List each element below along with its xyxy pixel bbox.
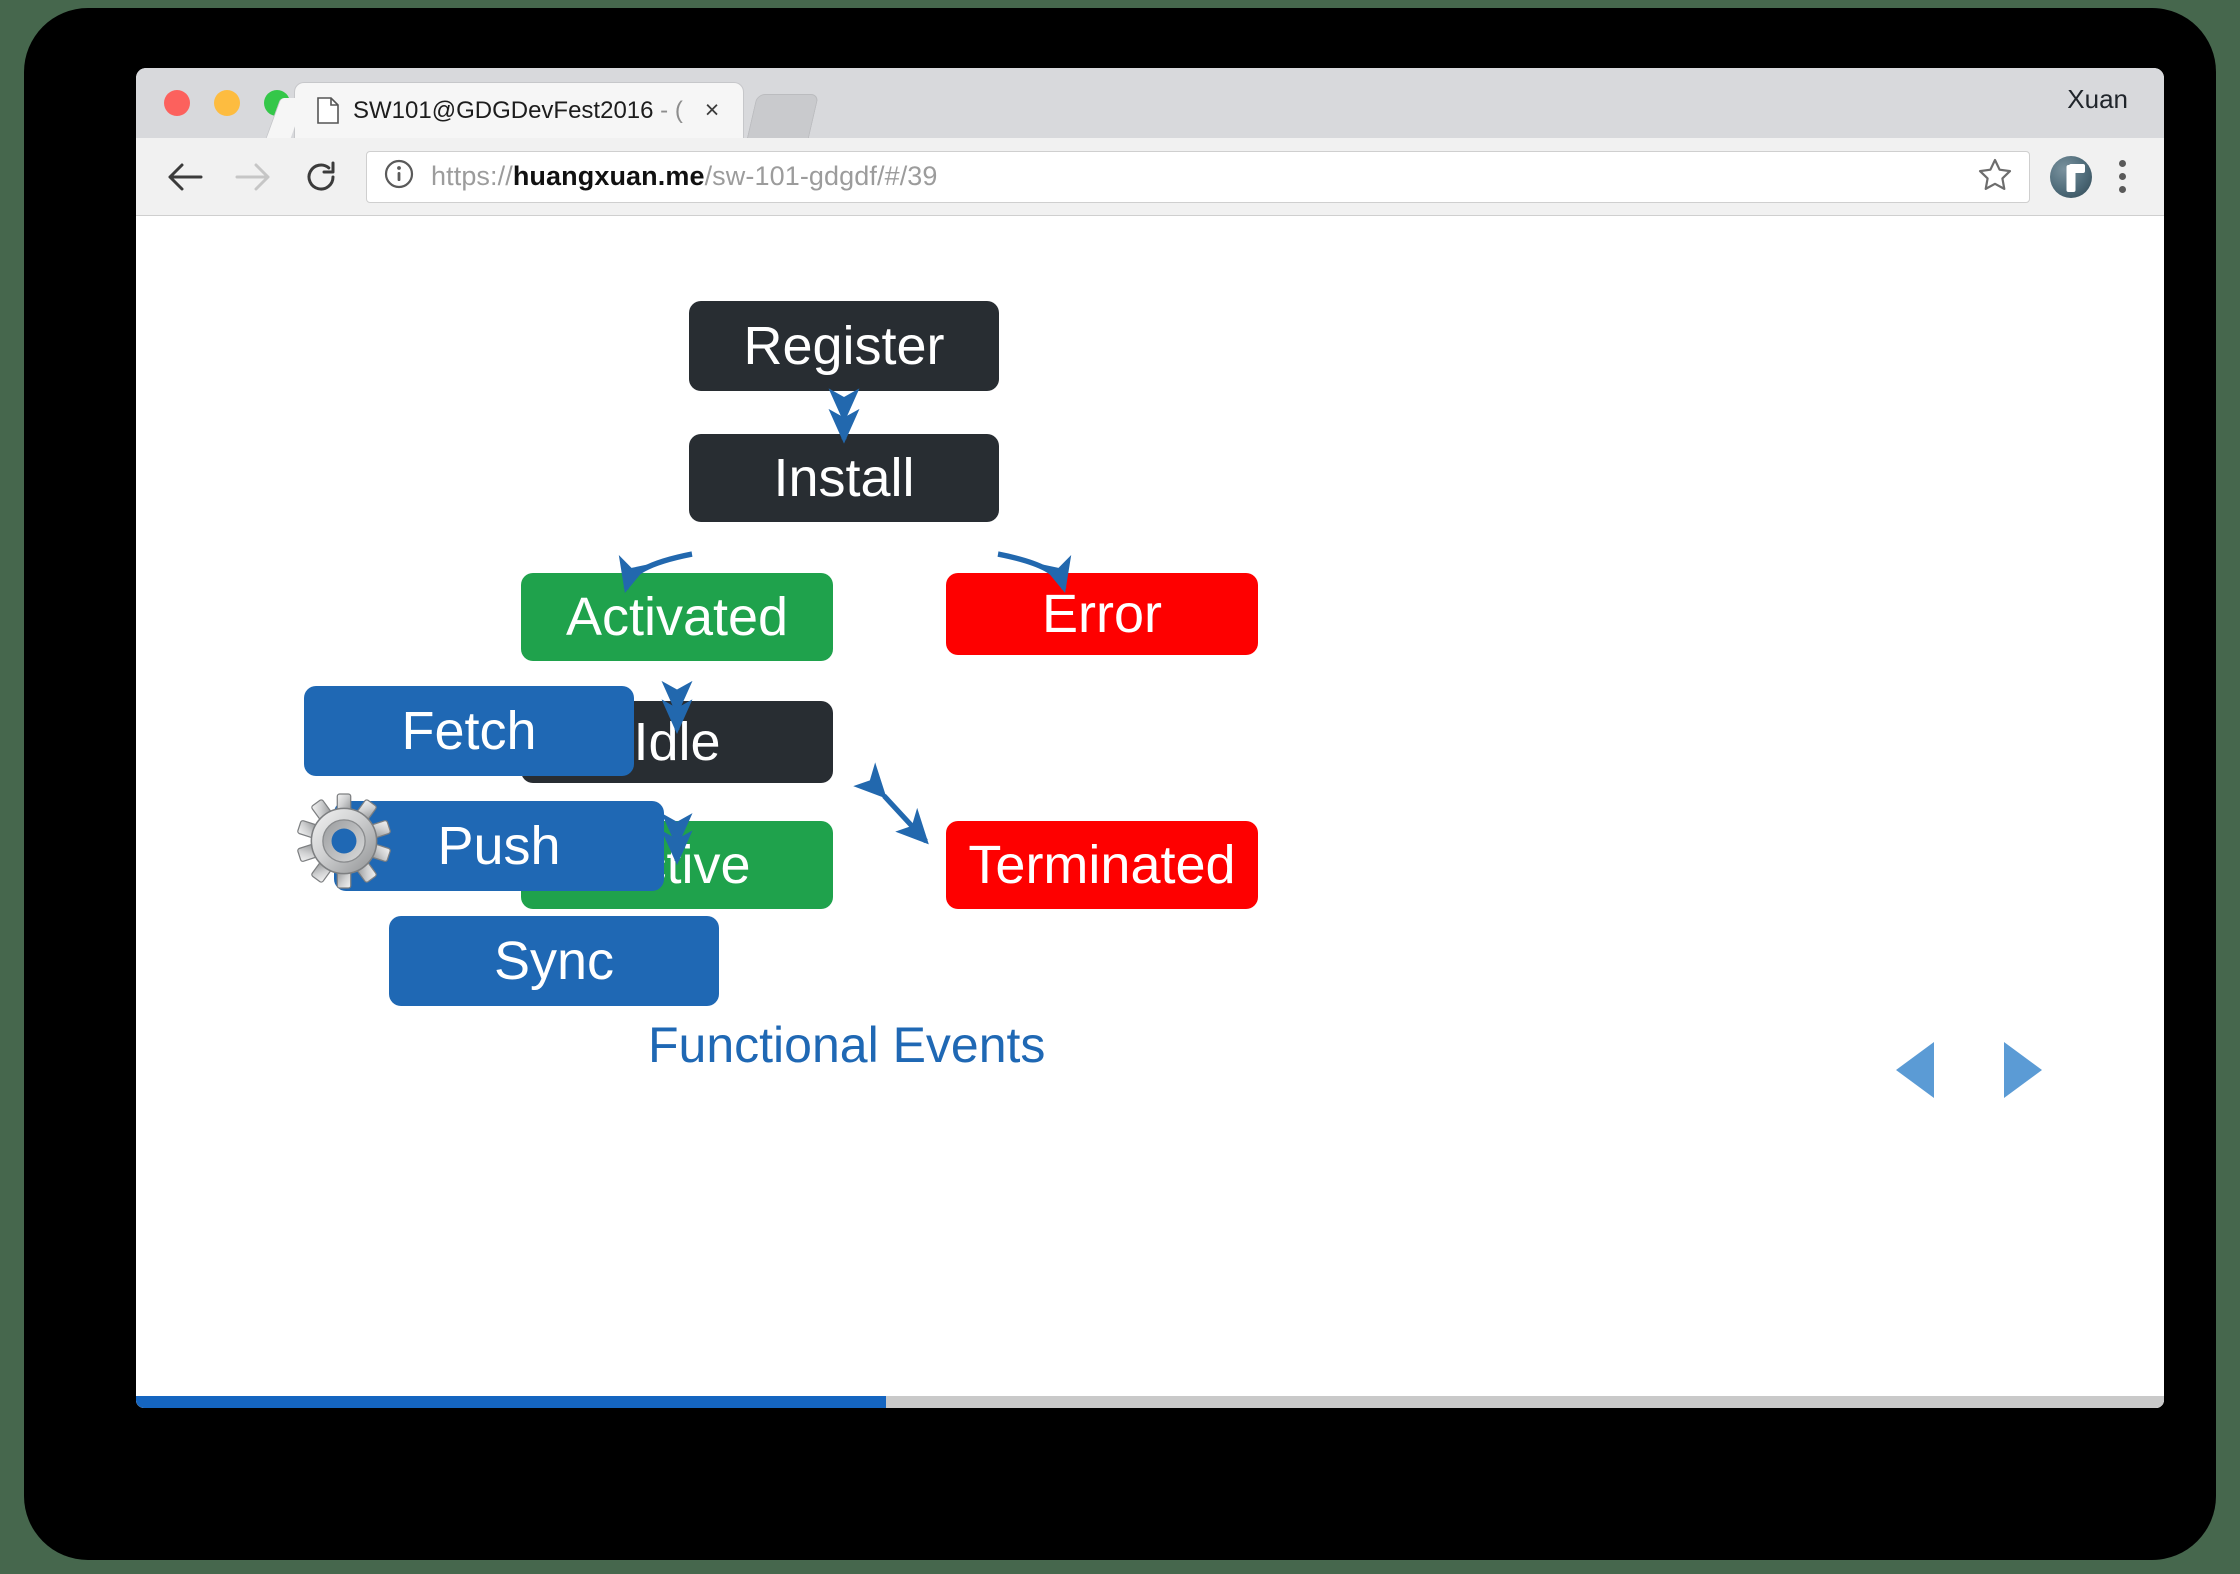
state-node-error[interactable]: Error xyxy=(946,573,1258,655)
next-slide-arrow-icon[interactable] xyxy=(2004,1042,2042,1098)
tab-title-dim: - ( xyxy=(653,96,683,124)
url-text: https://huangxuan.me/sw-101-gdgdf/#/39 xyxy=(431,161,938,192)
window-controls xyxy=(164,90,290,116)
tab-title-main: SW101@GDGDevFest2016 xyxy=(353,96,654,124)
bookmark-star-icon[interactable] xyxy=(1963,157,2013,196)
url-scheme: https:// xyxy=(431,161,513,191)
tab-strip: SW101@GDGDevFest2016 - ( × Xuan xyxy=(136,68,2164,138)
slide-progress-fill xyxy=(136,1396,887,1408)
url-host: huangxuan.me xyxy=(512,161,705,191)
url-path: /sw-101-gdgdf/#/39 xyxy=(704,161,938,191)
browser-window: SW101@GDGDevFest2016 - ( × Xuan xyxy=(136,68,2164,1408)
edge-idle-terminated xyxy=(853,762,929,845)
forward-arrow-icon xyxy=(226,150,280,204)
state-node-terminated[interactable]: Terminated xyxy=(946,821,1258,909)
document-icon xyxy=(317,97,339,124)
back-arrow-icon[interactable] xyxy=(158,150,212,204)
slide-progress-track[interactable] xyxy=(136,1396,2164,1408)
reload-icon[interactable] xyxy=(294,150,348,204)
profile-name[interactable]: Xuan xyxy=(2067,84,2128,114)
event-node-sync[interactable]: Sync xyxy=(389,916,719,1006)
browser-toolbar: https://huangxuan.me/sw-101-gdgdf/#/39 xyxy=(136,138,2164,216)
extension-avatar-icon[interactable] xyxy=(2050,155,2092,198)
state-node-install[interactable]: Install xyxy=(689,434,999,522)
address-bar[interactable]: https://huangxuan.me/sw-101-gdgdf/#/39 xyxy=(366,150,2030,203)
slide-caption: Functional Events xyxy=(648,1017,1046,1073)
three-dot-menu-icon[interactable] xyxy=(2098,150,2146,204)
close-window-button[interactable] xyxy=(164,90,190,116)
device-frame: SW101@GDGDevFest2016 - ( × Xuan xyxy=(24,8,2216,1560)
slide-canvas: Register Install Activated Error Idle Ac… xyxy=(136,216,2164,1408)
new-tab-placeholder[interactable] xyxy=(746,94,820,138)
gear-icon xyxy=(297,793,391,889)
close-tab-icon[interactable]: × xyxy=(704,96,720,124)
minimize-window-button[interactable] xyxy=(214,90,240,116)
previous-slide-arrow-icon[interactable] xyxy=(1896,1042,1934,1098)
event-node-push[interactable]: Push xyxy=(334,801,664,891)
state-node-activated[interactable]: Activated xyxy=(521,573,833,661)
browser-tab[interactable]: SW101@GDGDevFest2016 - ( × xyxy=(294,82,744,138)
state-node-register[interactable]: Register xyxy=(689,301,999,391)
tab-title: SW101@GDGDevFest2016 - ( xyxy=(353,97,697,125)
info-circle-icon[interactable] xyxy=(383,158,415,195)
event-node-fetch[interactable]: Fetch xyxy=(304,686,634,776)
